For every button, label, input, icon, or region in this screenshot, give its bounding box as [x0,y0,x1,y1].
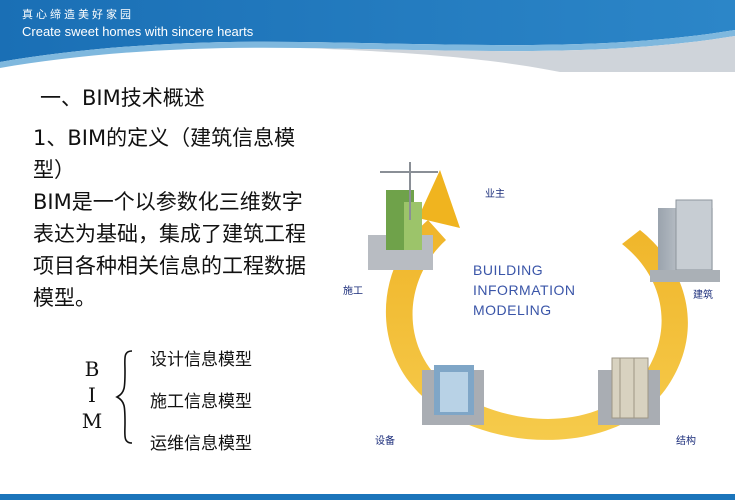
definition-text: 1、BIM的定义（建筑信息模型） BIM是一个以参数化三维数字表达为基础，集成了… [33,122,318,314]
curly-brace-icon [115,350,133,444]
bim-letter-i: I [88,383,96,407]
node-architecture: 建筑 [693,290,713,301]
header-tagline-cn: 真心缔造美好家园 [22,8,134,21]
header-tagline-en: Create sweet homes with sincere hearts [22,24,254,39]
bim-acronym: B I M [80,356,104,434]
bim-label-line-1: BUILDING [473,262,544,278]
construction-building-icon [368,162,438,270]
node-equipment: 设备 [375,436,395,447]
bim-label-line-2: INFORMATION [473,282,576,298]
node-owner: 业主 [485,189,505,200]
bim-center-label: BUILDING INFORMATION MODELING [473,260,575,320]
bim-model-construction: 施工信息模型 [150,392,252,412]
definition-body: BIM是一个以参数化三维数字表达为基础，集成了建筑工程项目各种相关信息的工程数据… [33,190,306,310]
definition-heading: 1、BIM的定义（建筑信息模型） [33,126,296,182]
footer-bar [0,494,735,500]
architecture-building-icon [650,199,720,282]
node-construction: 施工 [343,286,363,297]
bim-cycle-diagram [368,162,720,440]
header-background [0,0,735,72]
equipment-building-icon [422,365,484,425]
header-banner: 真心缔造美好家园 Create sweet homes with sincere… [0,0,735,72]
bim-letter-b: B [84,357,100,381]
structure-building-icon [598,357,660,425]
bim-model-operation: 运维信息模型 [150,434,252,454]
bim-model-design: 设计信息模型 [150,350,252,370]
node-structure: 结构 [676,436,696,447]
bim-letter-m: M [81,409,103,433]
bim-label-line-3: MODELING [473,302,552,318]
section-title: 一、BIM技术概述 [40,86,205,110]
